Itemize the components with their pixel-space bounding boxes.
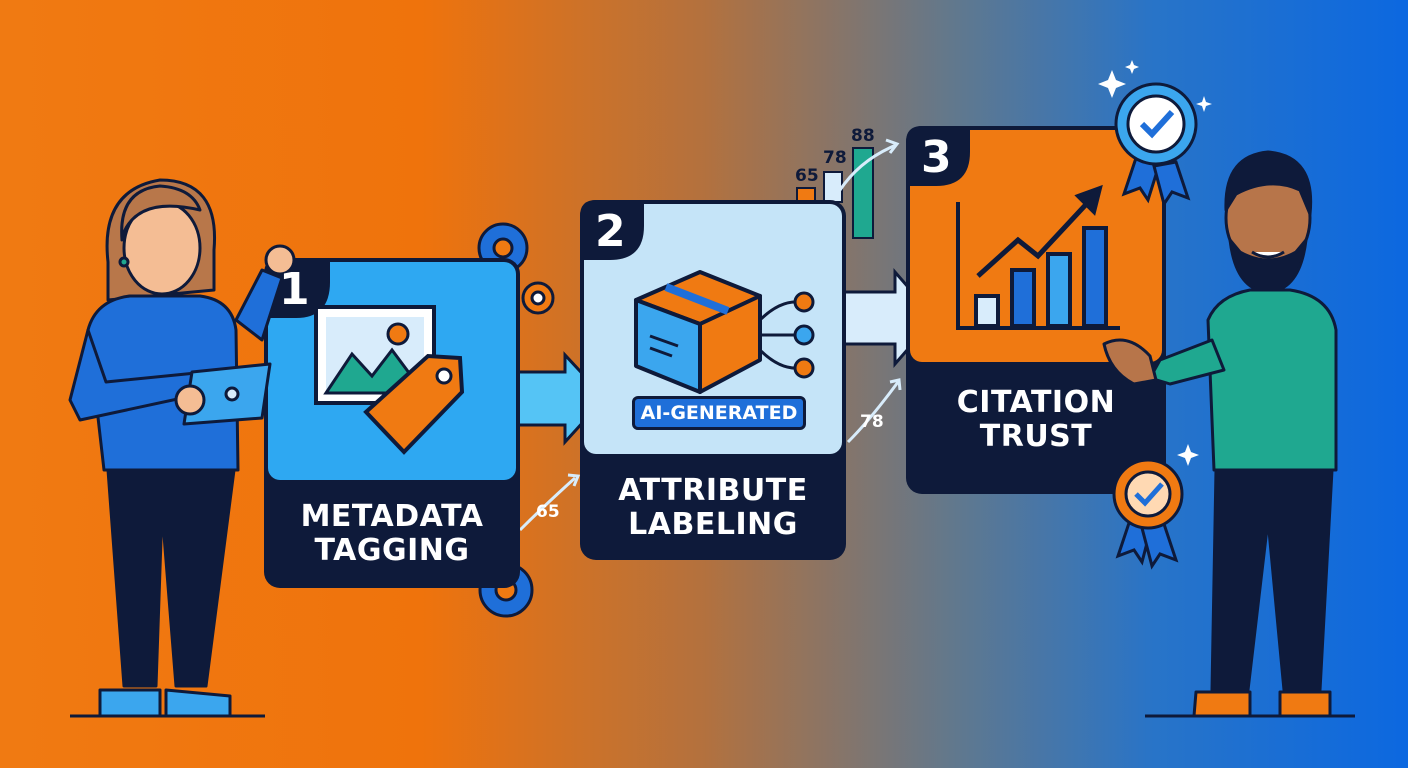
step-title-3-line-2: TRUST bbox=[979, 419, 1093, 454]
step-title-2-line-1: ATTRIBUTE bbox=[618, 473, 808, 508]
step-number-1: 1 bbox=[279, 264, 310, 315]
step-title-2: ATTRIBUTE LABELING bbox=[584, 474, 842, 542]
score-connector-65 bbox=[518, 476, 577, 532]
step-number-3: 3 bbox=[921, 132, 952, 183]
gear-icon bbox=[521, 281, 555, 315]
bar-score-label-2: 78 bbox=[823, 148, 847, 168]
step-card-2 bbox=[580, 200, 846, 560]
step-title-1: METADATA TAGGING bbox=[268, 500, 516, 568]
step-card-3 bbox=[906, 126, 1166, 494]
box-icon bbox=[634, 270, 762, 394]
ai-generated-badge: AI-GENERATED bbox=[632, 396, 806, 430]
step-title-1-line-1: METADATA bbox=[300, 499, 484, 534]
award-ribbon-icon bbox=[1112, 458, 1184, 570]
award-ribbon-icon bbox=[1114, 82, 1198, 208]
trend-chart-icon bbox=[956, 184, 1120, 330]
score-label-step1: 65 bbox=[536, 502, 560, 522]
step-title-3-line-1: CITATION bbox=[956, 385, 1116, 420]
man-presenting-illustration bbox=[1102, 150, 1338, 718]
step-title-3: CITATION TRUST bbox=[910, 386, 1162, 454]
network-icon bbox=[758, 291, 815, 379]
step-title-1-line-2: TAGGING bbox=[314, 533, 470, 568]
score-connector-78 bbox=[846, 381, 900, 444]
step-title-2-line-2: LABELING bbox=[628, 507, 798, 542]
bar-score-label-1: 65 bbox=[795, 166, 819, 186]
sparkle-icon bbox=[1098, 60, 1212, 466]
step-card-1 bbox=[264, 258, 520, 588]
tag-icon bbox=[363, 353, 465, 455]
step-number-2: 2 bbox=[595, 206, 626, 257]
score-label-step2: 78 bbox=[860, 412, 884, 432]
bar-score-label-3: 88 bbox=[851, 126, 875, 146]
woman-with-tablet-illustration bbox=[68, 178, 296, 718]
